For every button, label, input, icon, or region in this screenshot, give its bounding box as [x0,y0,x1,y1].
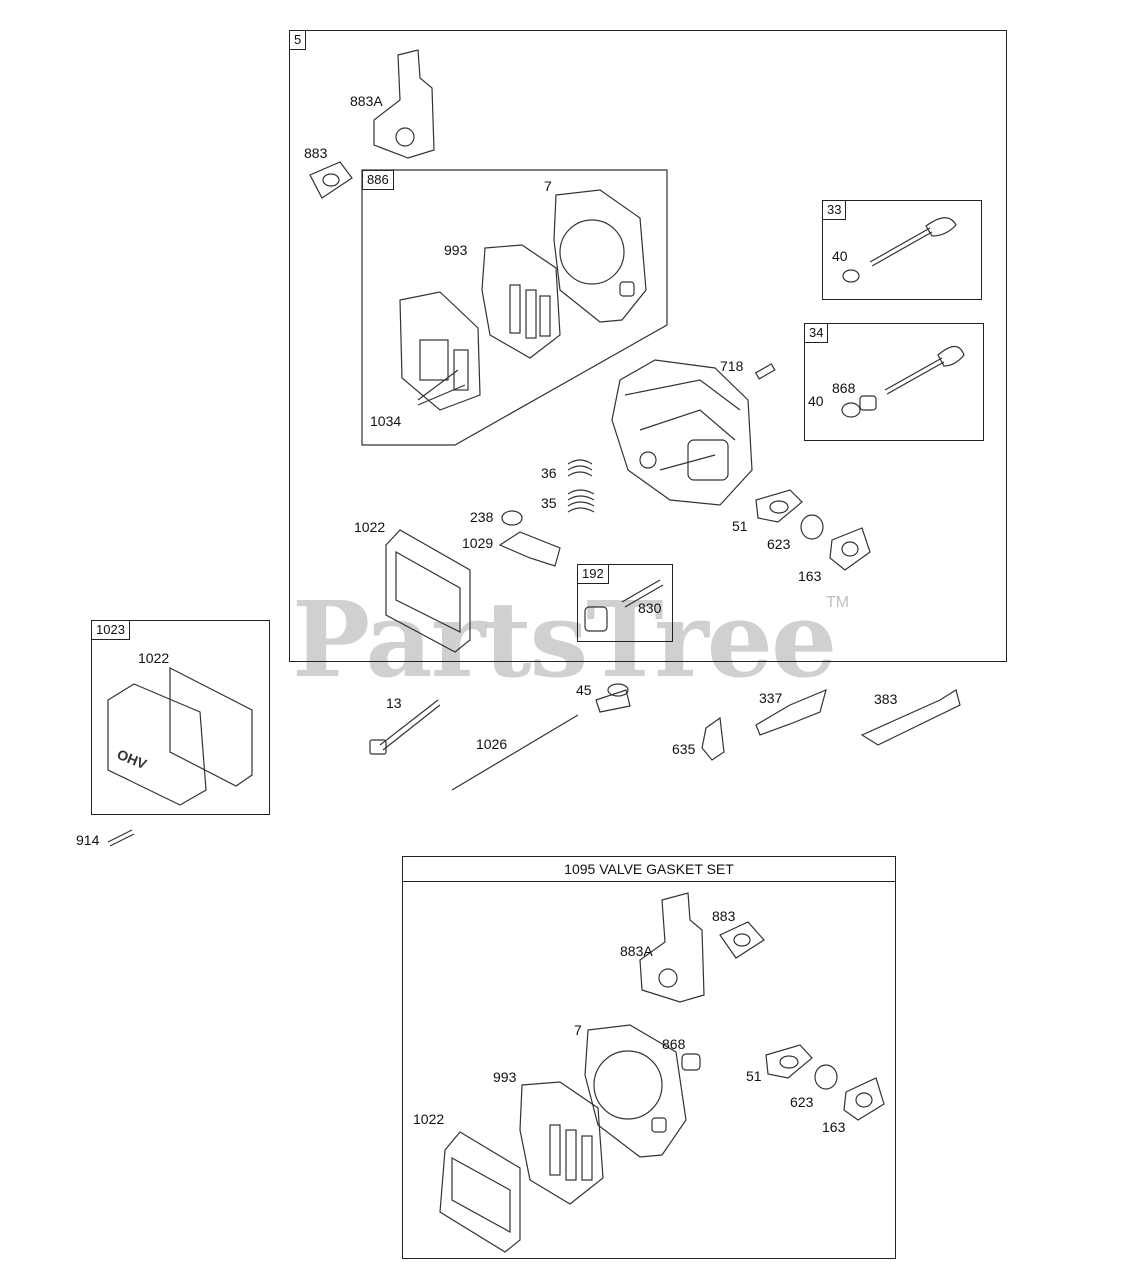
label-45: 45 [576,682,592,698]
label-1026: 1026 [476,736,508,752]
kit-part-623 [814,1064,838,1090]
label-883A: 883A [350,93,383,109]
part-1023-cover [107,683,207,806]
label-993: 993 [444,242,468,258]
part-33-valve [869,227,933,267]
part-883A-bracket [373,49,435,159]
part-1026-pushrod [451,714,579,791]
valve-gasket-set-box: 1095 VALVE GASKET SET [402,856,896,1259]
label-635: 635 [672,741,696,757]
part-718-pin [754,363,776,380]
exhaust-valve-tag: 33 [823,201,847,220]
label-13: 13 [386,695,402,711]
label-1034: 1034 [370,413,402,429]
cylinder-head [611,359,753,506]
part-830-stud [621,579,664,608]
label-830: 830 [638,600,662,616]
part-883-gasket [309,161,353,199]
label-623: 623 [767,536,791,552]
pin-kit-tag: 192 [578,565,609,584]
rocker-cover-box: 1023 [91,620,270,815]
kit-label-993: 993 [493,1069,517,1085]
part-35-spring [567,489,595,513]
label-883: 883 [304,145,328,161]
kit-part-883A [639,892,705,1003]
part-635-cap [701,716,725,761]
part-192-bushing [584,606,608,632]
cover-lettering: OHV [115,746,150,772]
kit-label-883A: 883A [620,943,653,959]
kit-part-51 [765,1044,813,1079]
part-238-cap [501,510,523,526]
gasket-kit-box: 886 [362,170,667,445]
label-1022-cover: 1022 [138,650,170,666]
part-1029-rocker [498,531,561,567]
part-623-ring [800,514,824,540]
part-36-spring [567,459,593,477]
label-40-exhaust: 40 [832,248,848,264]
part-7-head-gasket [553,189,647,323]
main-assembly-tag: 5 [290,31,307,50]
pin-kit-box: 192 [577,564,673,642]
kit-part-163 [843,1077,885,1121]
part-914-screw [107,829,135,847]
main-assembly-box: 5 [289,30,1007,662]
kit-label-163: 163 [822,1119,846,1135]
label-383: 383 [874,691,898,707]
kit-label-51: 51 [746,1068,762,1084]
kit-part-7 [584,1024,687,1158]
part-993-gasket [481,244,561,359]
kit-label-868: 868 [662,1036,686,1052]
watermark-trademark: TM [826,594,850,611]
part-34-valve [884,357,945,395]
part-45-guide [595,689,631,713]
kit-part-883 [719,921,765,959]
part-51-gasket [755,489,803,523]
kit-label-7: 7 [574,1022,582,1038]
kit-part-1022 [439,1131,521,1253]
part-13-bolt [379,699,441,751]
label-868: 868 [832,380,856,396]
part-1022-gasket [385,529,471,653]
intake-valve-box: 34 [804,323,984,441]
valve-gasket-set-title: 1095 VALVE GASKET SET [403,857,895,882]
label-337: 337 [759,690,783,706]
rocker-cover-tag: 1023 [92,621,130,640]
label-51: 51 [732,518,748,534]
kit-label-1022: 1022 [413,1111,445,1127]
kit-label-623: 623 [790,1094,814,1110]
label-1022: 1022 [354,519,386,535]
part-1034-plate [399,291,481,411]
label-1029: 1029 [462,535,494,551]
label-914: 914 [76,832,100,848]
part-383-tool [860,689,961,746]
label-40-intake: 40 [808,393,824,409]
label-238: 238 [470,509,494,525]
kit-part-868 [681,1053,701,1071]
gasket-kit-outline [361,169,668,446]
label-36: 36 [541,465,557,481]
intake-valve-tag: 34 [805,324,829,343]
kit-part-993 [519,1081,604,1205]
part-163-gasket [829,527,871,571]
kit-label-883: 883 [712,908,736,924]
label-163: 163 [798,568,822,584]
label-718: 718 [720,358,744,374]
gasket-kit-tag: 886 [362,170,394,190]
label-7: 7 [544,178,552,194]
exhaust-valve-box: 33 [822,200,982,300]
part-337-plug [755,688,827,736]
label-35: 35 [541,495,557,511]
